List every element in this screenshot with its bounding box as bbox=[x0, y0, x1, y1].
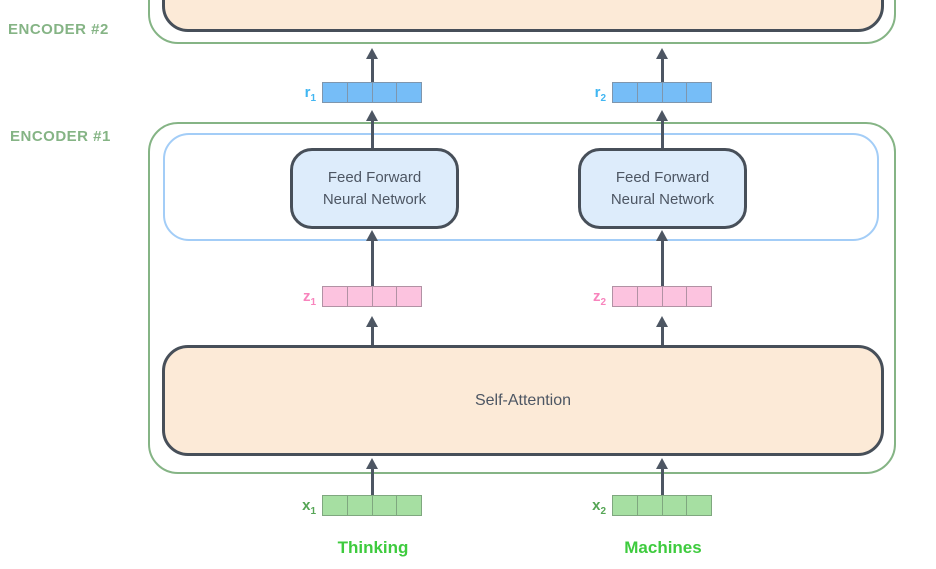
vector-x1 bbox=[322, 495, 422, 516]
arrow-ffnn1-to-r1 bbox=[366, 110, 378, 148]
vector-label-z1: z1 bbox=[292, 288, 316, 308]
vector-r1 bbox=[322, 82, 422, 103]
vector-cell bbox=[637, 287, 663, 306]
vector-cell bbox=[347, 287, 373, 306]
encoder2-label: ENCODER #2 bbox=[8, 21, 109, 38]
arrowhead-icon bbox=[656, 110, 668, 121]
encoder2-self-attention-box bbox=[162, 0, 884, 32]
arrow-selfattention-to-z2 bbox=[656, 316, 668, 345]
self-attention-box: Self-Attention bbox=[162, 345, 884, 456]
vector-cell bbox=[637, 496, 663, 515]
arrow-shaft bbox=[660, 241, 664, 286]
arrow-z1-to-ffnn1 bbox=[366, 230, 378, 286]
arrow-shaft bbox=[370, 327, 374, 345]
arrow-r1-to-encoder2 bbox=[366, 48, 378, 82]
vector-label-z2: z2 bbox=[582, 288, 606, 308]
token-word-2: Machines bbox=[624, 538, 702, 557]
vector-label-r1-sub: 1 bbox=[310, 93, 316, 104]
ffnn-line2: Neural Network bbox=[322, 190, 427, 208]
arrowhead-icon bbox=[656, 458, 668, 469]
vector-label-r1: r1 bbox=[292, 84, 316, 104]
arrow-selfattention-to-z1 bbox=[366, 316, 378, 345]
ffnn-box-2: Feed Forward Neural Network bbox=[578, 148, 747, 229]
arrow-shaft bbox=[660, 327, 664, 345]
vector-label-z2-sub: 2 bbox=[600, 297, 606, 308]
token-word-1: Thinking bbox=[337, 538, 409, 557]
vector-cell bbox=[662, 287, 688, 306]
vector-cell bbox=[323, 83, 348, 102]
arrow-shaft bbox=[660, 469, 664, 495]
ffnn-box-1: Feed Forward Neural Network bbox=[290, 148, 459, 229]
arrowhead-icon bbox=[366, 316, 378, 327]
arrowhead-icon bbox=[656, 48, 668, 59]
vector-cell bbox=[372, 496, 398, 515]
vector-cell bbox=[397, 287, 421, 306]
arrowhead-icon bbox=[366, 48, 378, 59]
vector-cell bbox=[347, 496, 373, 515]
arrow-r2-to-encoder2 bbox=[656, 48, 668, 82]
arrowhead-icon bbox=[366, 110, 378, 121]
vector-label-x2: x2 bbox=[582, 497, 606, 517]
vector-cell bbox=[613, 287, 638, 306]
vector-label-x1-base: x bbox=[302, 497, 311, 514]
vector-cell bbox=[347, 83, 373, 102]
arrow-shaft bbox=[660, 59, 664, 82]
arrow-shaft bbox=[370, 469, 374, 495]
vector-label-r2: r2 bbox=[582, 84, 606, 104]
arrow-shaft bbox=[370, 59, 374, 82]
vector-label-r2-base: r bbox=[594, 84, 601, 101]
vector-cell bbox=[323, 287, 348, 306]
vector-cell bbox=[662, 83, 688, 102]
arrow-shaft bbox=[370, 241, 374, 286]
arrowhead-icon bbox=[366, 230, 378, 241]
vector-label-x2-sub: 2 bbox=[600, 506, 606, 517]
vector-label-x1: x1 bbox=[292, 497, 316, 517]
vector-cell bbox=[397, 83, 421, 102]
vector-cell bbox=[662, 496, 688, 515]
vector-cell bbox=[687, 287, 711, 306]
vector-label-x1-sub: 1 bbox=[310, 506, 316, 517]
arrowhead-icon bbox=[366, 458, 378, 469]
vector-x2 bbox=[612, 495, 712, 516]
vector-r2 bbox=[612, 82, 712, 103]
vector-label-z2-base: z bbox=[592, 288, 601, 305]
vector-cell bbox=[613, 496, 638, 515]
arrow-shaft bbox=[660, 121, 664, 148]
vector-z1 bbox=[322, 286, 422, 307]
vector-label-r1-base: r bbox=[304, 84, 311, 101]
vector-label-z1-sub: 1 bbox=[310, 297, 316, 308]
ffnn-line2: Neural Network bbox=[610, 190, 715, 208]
vector-cell bbox=[397, 496, 421, 515]
ffnn-box-1-text: Feed Forward Neural Network bbox=[323, 167, 426, 211]
self-attention-label: Self-Attention bbox=[474, 391, 572, 409]
vector-cell bbox=[687, 496, 711, 515]
vector-cell bbox=[637, 83, 663, 102]
vector-label-r2-sub: 2 bbox=[600, 93, 606, 104]
vector-cell bbox=[323, 496, 348, 515]
vector-cell bbox=[372, 83, 398, 102]
arrow-x2-to-selfattention bbox=[656, 458, 668, 495]
ffnn-box-2-text: Feed Forward Neural Network bbox=[611, 167, 714, 211]
vector-label-z1-base: z bbox=[302, 288, 311, 305]
arrow-x1-to-selfattention bbox=[366, 458, 378, 495]
arrowhead-icon bbox=[656, 316, 668, 327]
ffnn-layer-outline bbox=[163, 133, 879, 241]
arrowhead-icon bbox=[656, 230, 668, 241]
vector-cell bbox=[372, 287, 398, 306]
encoder1-outline bbox=[148, 122, 896, 474]
vector-label-x2-base: x bbox=[592, 497, 601, 514]
vector-z2 bbox=[612, 286, 712, 307]
encoder1-label: ENCODER #1 bbox=[10, 128, 111, 145]
ffnn-line1: Feed Forward bbox=[327, 168, 422, 186]
ffnn-line1: Feed Forward bbox=[615, 168, 710, 186]
arrow-ffnn2-to-r2 bbox=[656, 110, 668, 148]
vector-cell bbox=[613, 83, 638, 102]
arrow-shaft bbox=[370, 121, 374, 148]
arrow-z2-to-ffnn2 bbox=[656, 230, 668, 286]
vector-cell bbox=[687, 83, 711, 102]
